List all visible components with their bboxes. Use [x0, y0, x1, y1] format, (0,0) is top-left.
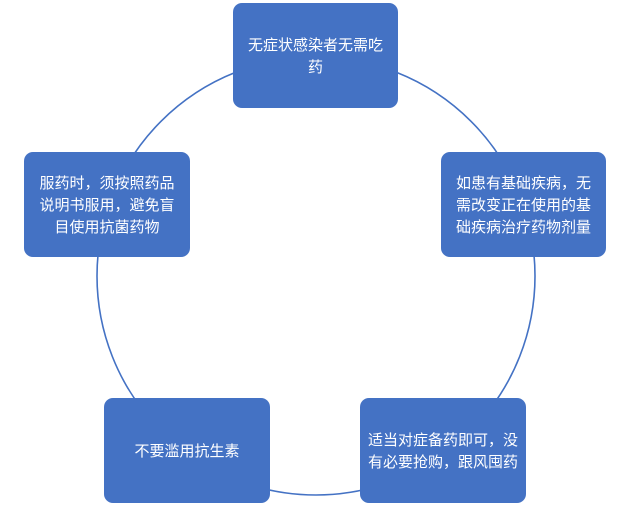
cycle-node-follow-instructions: 服药时，须按照药品说明书服用，避免盲目使用抗菌药物: [24, 152, 190, 257]
cycle-node-no-medicine: 无症状感染者无需吃药: [233, 3, 398, 108]
cycle-node-stock-medicine: 适当对症备药即可，没有必要抢购，跟风囤药: [360, 398, 526, 503]
cycle-node-text: 无症状感染者无需吃药: [247, 35, 383, 76]
cycle-node-no-antibiotic-abuse: 不要滥用抗生素: [104, 398, 270, 503]
cycle-node-text: 不要滥用抗生素: [134, 441, 240, 460]
cycle-node-underlying-disease: 如患有基础疾病，无需改变正在使用的基础疾病治疗药物剂量: [441, 152, 606, 257]
cycle-node-text: 适当对症备药即可，没有必要抢购，跟风囤药: [368, 430, 519, 471]
cycle-node-text: 如患有基础疾病，无需改变正在使用的基础疾病治疗药物剂量: [455, 173, 591, 236]
cycle-node-text: 服药时，须按照药品说明书服用，避免盲目使用抗菌药物: [39, 173, 175, 236]
